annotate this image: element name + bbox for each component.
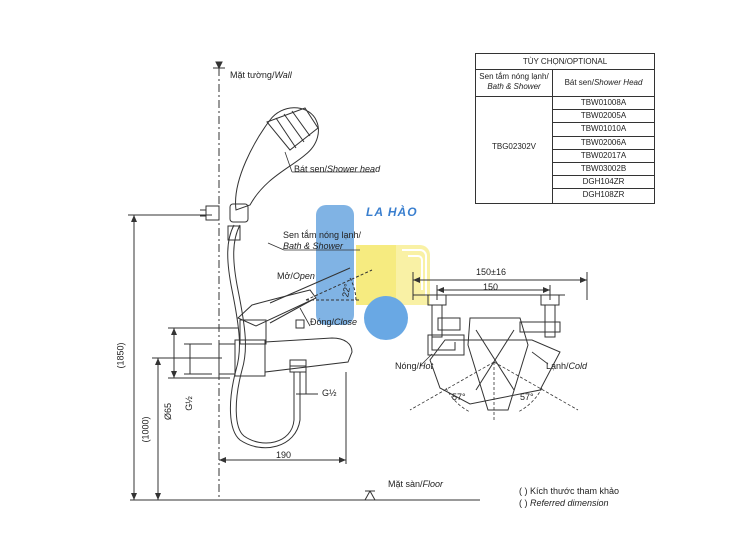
legend-ref-en: Referred dimension <box>530 498 609 508</box>
label-shower-head-en: Shower head <box>327 164 381 174</box>
label-wall-vi: Mặt tường/ <box>230 70 275 80</box>
label-floor-en: Floor <box>422 479 444 489</box>
dim-1000: (1000) <box>140 416 151 443</box>
shower-head <box>200 107 319 223</box>
table-col2-header-en: Shower Head <box>593 78 643 87</box>
legend-paren-1: ( ) <box>519 486 528 496</box>
top-view <box>412 272 588 411</box>
label-floor: Mặt sàn/Floor <box>388 479 443 490</box>
label-cold-en: Cold <box>568 361 588 371</box>
dimensions-left <box>128 214 347 500</box>
label-cold-vi: Lạnh/ <box>546 361 569 371</box>
label-hot-vi: Nóng/ <box>395 361 420 371</box>
angle-57-right: 57° <box>520 392 534 402</box>
table-shower-head-item: TBW02005A <box>580 111 627 121</box>
legend-ref-vi: Kích thước tham khảo <box>530 486 619 496</box>
table-col1-header: Sen tắm nóng lạnh/ Bath & Shower <box>476 72 552 92</box>
dim-g12-a: G½ <box>183 396 194 411</box>
label-angle-22: 22° <box>340 282 353 298</box>
legend-row-en: ( ) Referred dimension <box>519 498 609 508</box>
table-col2-header: Bát sen/Shower Head <box>553 78 654 88</box>
table-shower-head-item: TBW01010A <box>580 124 627 134</box>
label-mixer-en: Bath & Shower <box>283 241 344 251</box>
label-open: Mở/Open <box>277 271 315 282</box>
label-hot-en: Hot <box>419 361 434 371</box>
watermark-logo <box>316 205 430 340</box>
label-wall-en: Wall <box>274 70 292 80</box>
label-open-en: Open <box>292 271 315 281</box>
table-col2-header-vi: Bát sen/ <box>564 78 594 87</box>
top-view-angles <box>409 361 579 420</box>
table-shower-head-item: TBW02006A <box>580 137 627 147</box>
dimension-arrows <box>131 215 346 500</box>
table-title: TÙY CHỌN/OPTIONAL <box>522 57 608 66</box>
table-shower-head-item: TBW03002B <box>580 164 627 173</box>
lever-angle <box>305 269 373 301</box>
leader-lines <box>267 151 549 367</box>
label-close: Đóng/Close <box>310 317 357 328</box>
label-cold: Lạnh/Cold <box>546 361 587 372</box>
watermark-text: LA HÀO <box>366 205 418 219</box>
dim-65: Ø65 <box>163 402 174 421</box>
label-wall: Mặt tường/Wall <box>230 70 292 81</box>
label-floor-vi: Mặt sàn/ <box>388 479 423 489</box>
mixer-body <box>218 267 353 377</box>
label-mixer-vi: Sen tắm nóng lạnh/ <box>283 230 362 240</box>
table-shower-head-item: TBW01008A <box>580 98 627 107</box>
table-shower-head-item: DGH104ZR <box>582 177 625 187</box>
label-hot: Nóng/Hot <box>395 361 433 372</box>
legend-row-vi: ( ) Kích thước tham khảo <box>519 486 619 496</box>
dim-g12-b: G½ <box>322 388 337 398</box>
table-model: TBG02302V <box>491 142 537 151</box>
angle-57-left: 57° <box>452 392 466 402</box>
table-col1-header-en: Bath & Shower <box>487 82 541 91</box>
label-shower-head: Bát sen/Shower head <box>294 164 380 175</box>
dim-1850: (1850) <box>115 342 126 369</box>
optional-table: TÙY CHỌN/OPTIONAL Sen tắm nóng lạnh/ Bat… <box>475 53 655 204</box>
legend-paren-2: ( ) <box>519 498 528 508</box>
table-shower-head-item: DGH108ZR <box>582 190 625 200</box>
label-open-vi: Mở/ <box>277 271 293 281</box>
label-close-en: Close <box>334 317 358 327</box>
label-close-vi: Đóng/ <box>310 317 335 327</box>
floor-line <box>130 490 480 501</box>
table-col1-header-vi: Sen tắm nóng lạnh/ <box>479 72 549 81</box>
table-shower-head-item: TBW02017A <box>580 150 627 160</box>
dim-190: 190 <box>276 450 292 460</box>
label-mixer: Sen tắm nóng lạnh/ Bath & Shower <box>283 230 361 252</box>
top-view-arrows <box>413 277 587 293</box>
hose <box>227 224 301 449</box>
label-shower-head-vi: Bát sen/ <box>294 164 328 174</box>
dim-150: 150 <box>483 282 499 292</box>
dim-150-16: 150±16 <box>476 267 506 277</box>
wall-line <box>213 61 225 500</box>
